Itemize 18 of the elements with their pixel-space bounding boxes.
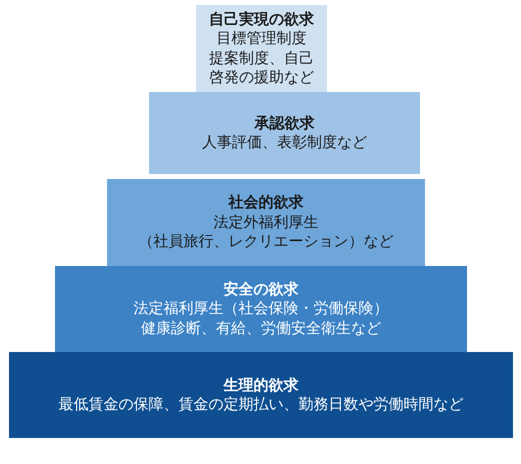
level-description: 法定外福利厚生 <box>214 212 318 232</box>
pyramid-level <box>107 179 425 266</box>
level-description: 提案制度、自己啓発の援助など <box>208 48 315 88</box>
level-title: 生理的欲求 <box>224 376 298 395</box>
level-title: 承認欲求 <box>254 114 314 133</box>
pyramid-level <box>55 266 467 352</box>
pyramid-level <box>9 352 513 438</box>
level-description: 人事評価、表彰制度など <box>202 133 367 152</box>
level-description: （社員旅行、レクリエーション）など <box>138 232 394 252</box>
level-description: 目標管理制度 <box>216 29 308 48</box>
level-description: 最低賃金の保障、賃金の定期払い、勤務日数や労働時間など <box>58 395 464 414</box>
level-description: 健康診断、有給、労働安全衛生など <box>141 318 381 338</box>
pyramid-level <box>149 92 420 174</box>
level-title: 安全の欲求 <box>224 280 298 300</box>
level-description: 法定福利厚生（社会保険・労働保険） <box>134 299 388 319</box>
level-title: 社会的欲求 <box>228 193 304 213</box>
pyramid-level <box>196 5 327 92</box>
level-title: 自己実現の欲求 <box>209 10 314 29</box>
